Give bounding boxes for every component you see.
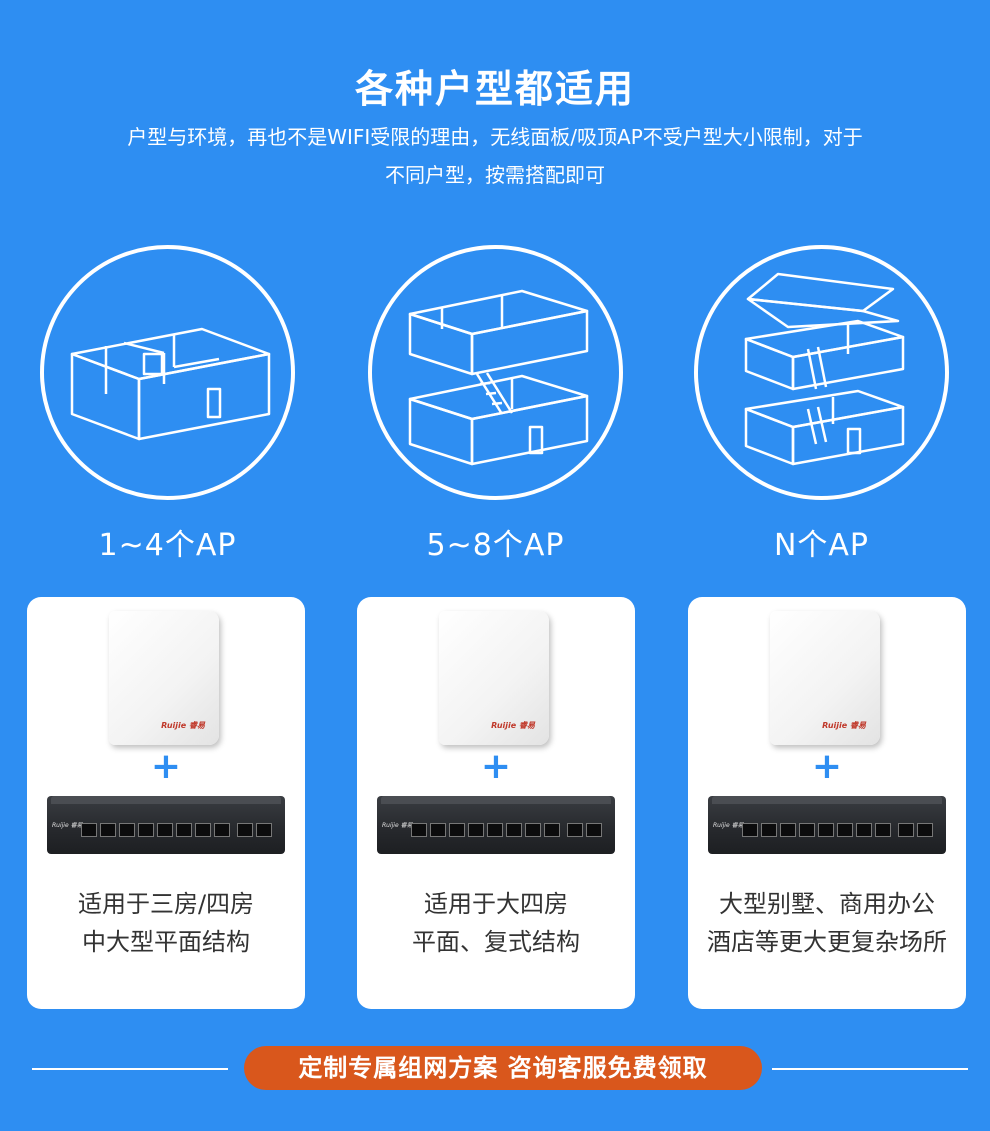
tier-1-ap-count: 1~4个AP <box>98 528 237 563</box>
subtitle-line-2: 不同户型，按需搭配即可 <box>385 163 605 187</box>
ap-brand: Ruijie 睿易 <box>491 721 535 730</box>
page-title: 各种户型都适用 <box>354 67 635 111</box>
poe-router-image: Ruijie 睿易 <box>377 796 615 854</box>
tier-3-ap-count: N个AP <box>773 528 870 563</box>
tier-3-card: Ruijie 睿易 + Ruijie 睿易 大型别墅、商用办公 酒店等更大更复杂… <box>688 597 966 1009</box>
tier-1-desc-line-1: 适用于三房/四房 <box>77 890 255 918</box>
two-floor-circle <box>368 245 623 500</box>
ap-brand: Ruijie 睿易 <box>822 721 866 730</box>
tier-2-card: Ruijie 睿易 + Ruijie 睿易 适用于大四房 平面、复式结构 <box>357 597 635 1009</box>
tier-2-desc-line-1: 适用于大四房 <box>424 890 568 918</box>
ap-brand: Ruijie 睿易 <box>161 721 205 730</box>
tier-3-desc-line-2: 酒店等更大更复杂场所 <box>707 928 947 956</box>
subtitle-line-1: 户型与环境，再也不是WIFI受限的理由，无线面板/吸顶AP不受户型大小限制，对于 <box>127 125 863 149</box>
router-brand: Ruijie 睿易 <box>713 822 744 829</box>
tier-1-card: Ruijie 睿易 + Ruijie 睿易 适用于三房/四房 中大型平面结构 <box>27 597 305 1009</box>
panel-ap-image: Ruijie 睿易 <box>770 611 880 745</box>
page-subtitle: 户型与环境，再也不是WIFI受限的理由，无线面板/吸顶AP不受户型大小限制，对于… <box>40 118 950 194</box>
tier-1-description: 适用于三房/四房 中大型平面结构 <box>27 885 305 961</box>
tier-2-description: 适用于大四房 平面、复式结构 <box>357 885 635 961</box>
panel-ap-image: Ruijie 睿易 <box>109 611 219 745</box>
router-brand: Ruijie 睿易 <box>382 822 413 829</box>
divider-right <box>772 1068 968 1070</box>
single-floor-house-icon <box>70 327 271 441</box>
poe-router-image: Ruijie 睿易 <box>47 796 285 854</box>
panel-ap-image: Ruijie 睿易 <box>439 611 549 745</box>
tier-3-description: 大型别墅、商用办公 酒店等更大更复杂场所 <box>688 885 966 961</box>
villa-house-icon <box>744 272 905 466</box>
tier-2-ap-count: 5~8个AP <box>426 528 565 563</box>
plus-icon: + <box>150 746 182 787</box>
tier-1-desc-line-2: 中大型平面结构 <box>82 928 250 956</box>
two-floor-house-icon <box>408 289 589 466</box>
tier-2-desc-line-2: 平面、复式结构 <box>412 928 580 956</box>
router-brand: Ruijie 睿易 <box>52 822 83 829</box>
single-floor-circle <box>40 245 295 500</box>
divider-left <box>32 1068 228 1070</box>
consult-cta-button[interactable]: 定制专属组网方案 咨询客服免费领取 <box>244 1046 762 1090</box>
poe-router-image: Ruijie 睿易 <box>708 796 946 854</box>
plus-icon: + <box>811 746 843 787</box>
tier-3-desc-line-1: 大型别墅、商用办公 <box>719 890 935 918</box>
villa-circle <box>694 245 949 500</box>
plus-icon: + <box>480 746 512 787</box>
